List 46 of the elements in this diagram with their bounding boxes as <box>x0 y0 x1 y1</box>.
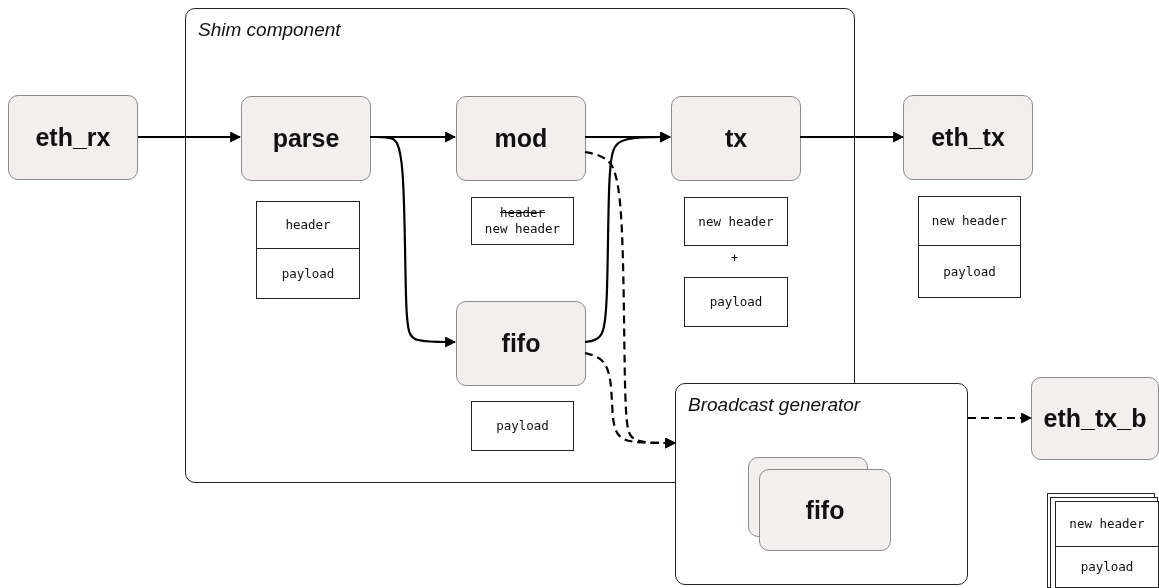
packet-field <box>918 196 1021 246</box>
process-box <box>241 96 371 181</box>
box-label: tx <box>724 124 748 153</box>
plus-sign: + <box>731 251 739 265</box>
arrow <box>138 131 242 143</box>
field-text: new header <box>698 213 774 230</box>
generator-container <box>675 383 968 585</box>
arrow <box>584 351 677 449</box>
packet-field <box>918 245 1021 298</box>
box-label: mod <box>494 124 548 153</box>
packet-field <box>684 197 788 246</box>
process-box <box>903 95 1033 180</box>
box-label: parse <box>272 124 340 153</box>
process-box <box>671 96 801 181</box>
field-text: new header <box>931 213 1008 229</box>
field-text: payload <box>1080 559 1134 575</box>
process-box <box>1031 377 1159 460</box>
process-box <box>456 301 586 386</box>
process-box <box>8 95 138 180</box>
box-label: fifo <box>501 329 541 358</box>
packet-field <box>471 401 574 451</box>
field-text: payload <box>943 263 996 280</box>
container-heading: Broadcast generator <box>688 394 861 416</box>
arrow <box>968 412 1033 424</box>
field-text: payload <box>281 265 335 282</box>
box-label: eth_rx <box>35 123 111 152</box>
container-heading: Shim component <box>198 19 341 41</box>
packet-field <box>256 201 360 249</box>
packet-field <box>684 277 788 327</box>
box-label: fifo <box>805 495 845 525</box>
box-label: eth_tx <box>931 123 1005 152</box>
arrow <box>800 131 905 143</box>
field-text: payload <box>496 418 549 434</box>
process-box <box>759 469 891 551</box>
process-box <box>456 96 586 181</box>
packet-field <box>1055 501 1159 547</box>
arrow <box>584 131 672 344</box>
packet-field <box>1055 546 1159 588</box>
packet-field <box>256 248 360 299</box>
field-text: new header <box>484 221 561 237</box>
field-text: header <box>499 205 546 221</box>
packet-field <box>471 197 574 245</box>
box-label: eth_tx_b <box>1043 404 1147 433</box>
field-text: new header <box>1069 516 1145 532</box>
field-text: header <box>285 217 331 233</box>
field-text: payload <box>709 294 763 310</box>
